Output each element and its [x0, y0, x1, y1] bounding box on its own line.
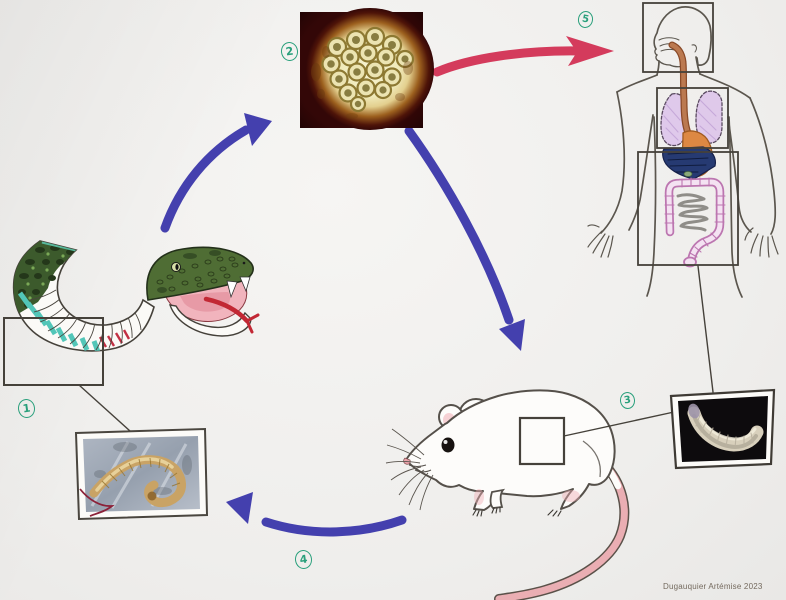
cystacanth-photo — [669, 388, 776, 470]
larva-worm — [89, 455, 186, 508]
human-chest-box — [656, 87, 729, 149]
rat-zoom-box — [518, 416, 566, 466]
small-intestine — [676, 193, 709, 232]
snake-tongue — [203, 296, 260, 334]
rat-whiskers — [385, 428, 434, 511]
arrow-eggs-to-rat — [404, 126, 525, 351]
human-head-box — [642, 2, 714, 73]
lungs — [660, 90, 723, 147]
snake-head — [146, 246, 260, 337]
snake-to-photo-line — [78, 384, 131, 432]
snake-illustration — [3, 240, 260, 432]
red-thread — [79, 488, 115, 517]
eggs-micrograph-photo — [300, 8, 434, 130]
esophagus — [668, 41, 693, 140]
left-hand — [587, 224, 614, 258]
large-intestine — [664, 177, 726, 268]
right-hand — [744, 227, 779, 258]
arrow-rat-to-larva — [226, 492, 407, 537]
liver — [662, 146, 717, 180]
human-abdomen-box — [637, 151, 739, 266]
cystacanth-larva — [687, 403, 764, 452]
human-to-photo-line — [697, 265, 714, 393]
larva-photo — [74, 427, 209, 521]
arrow-eggs-to-human — [432, 36, 614, 77]
rat-to-photo-line — [563, 411, 675, 437]
signature: Dugauquier Artémise 2023 — [663, 582, 763, 591]
rat-illustration — [385, 389, 675, 600]
snake-zoom-box — [3, 317, 104, 386]
human-figure — [587, 2, 779, 393]
arrow-snake-to-eggs — [160, 113, 272, 233]
